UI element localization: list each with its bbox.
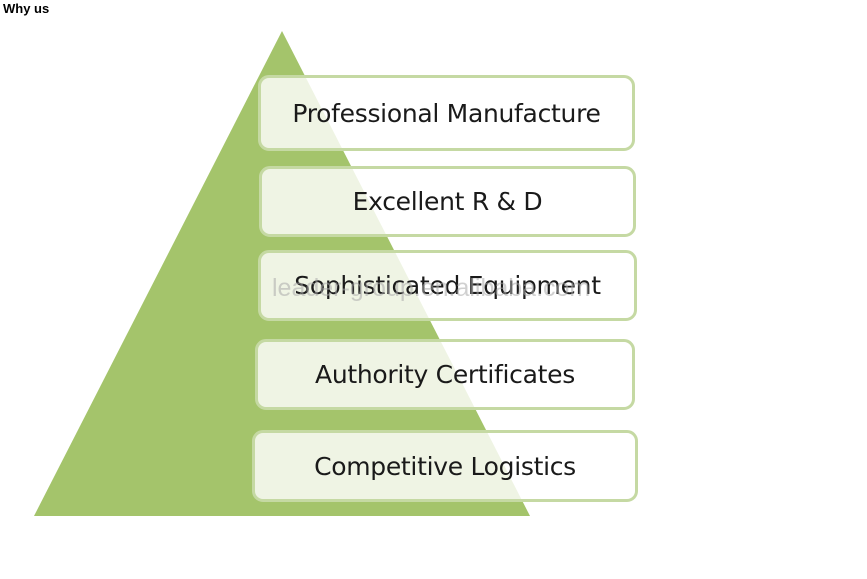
level-sophisticated-equipment: Sophisticated Equipment bbox=[258, 250, 637, 321]
page-title: Why us bbox=[3, 1, 50, 16]
level-professional-manufacture: Professional Manufacture bbox=[258, 75, 635, 151]
level-excellent-rd: Excellent R & D bbox=[259, 166, 636, 237]
level-authority-certificates: Authority Certificates bbox=[255, 339, 635, 410]
level-competitive-logistics: Competitive Logistics bbox=[252, 430, 638, 502]
